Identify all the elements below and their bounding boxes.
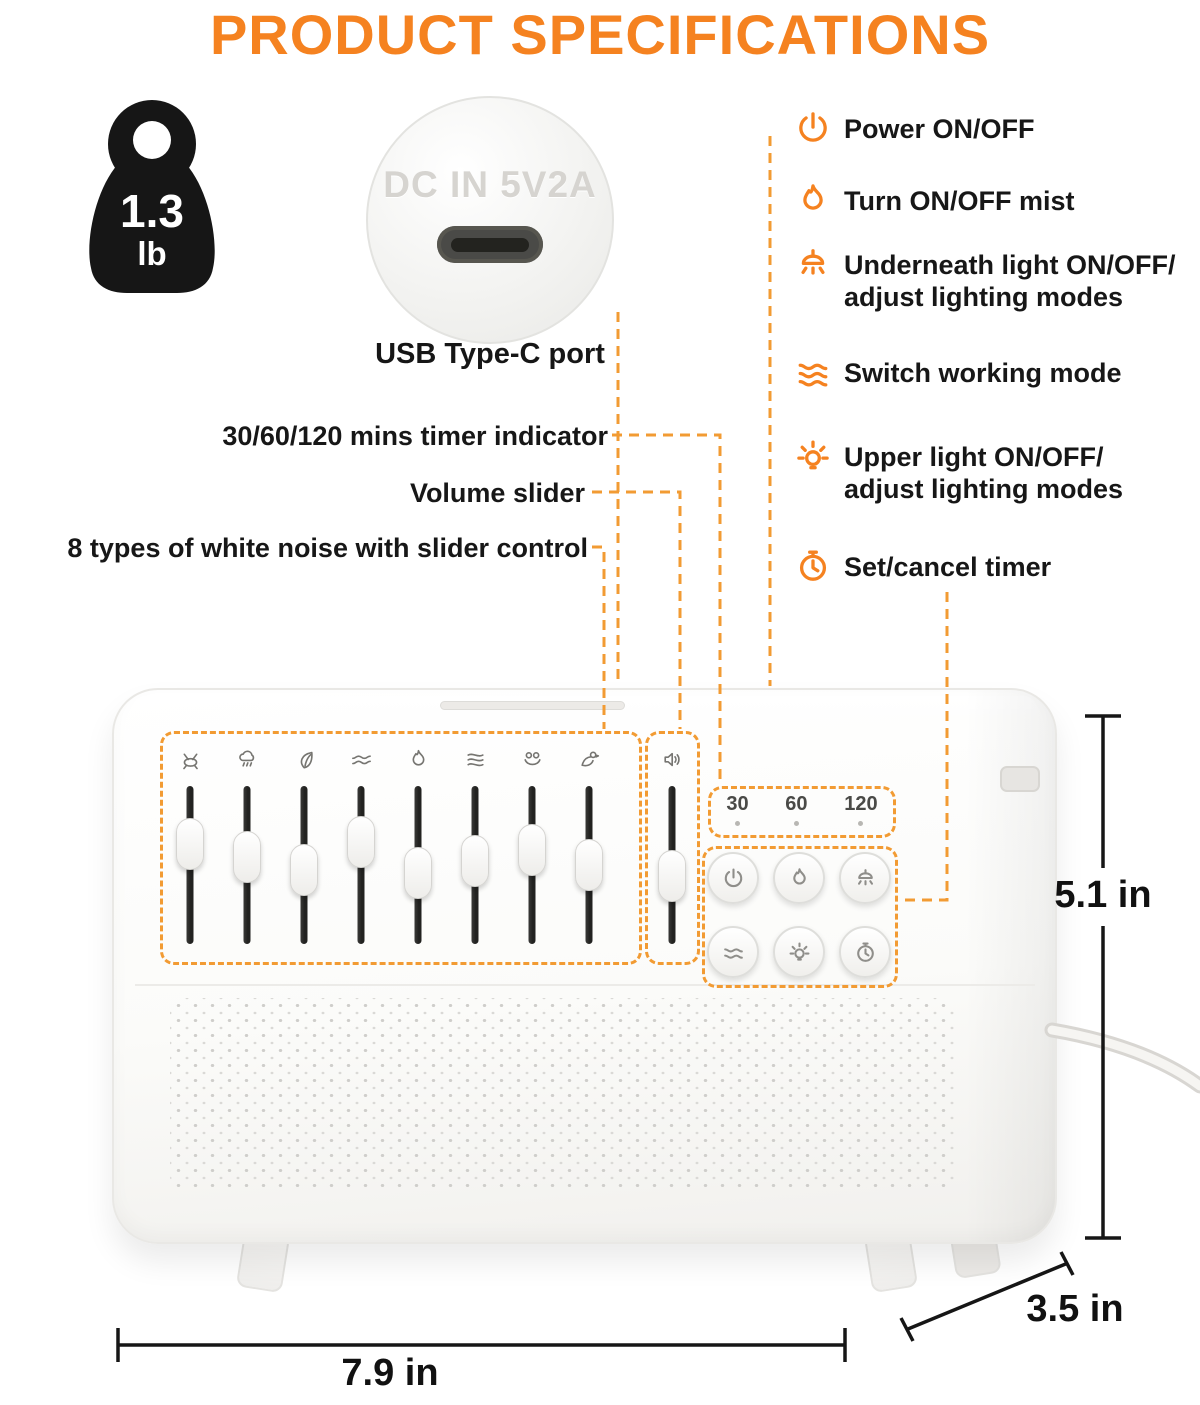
noise-slider-bird: [574, 748, 604, 944]
slider-track: [289, 786, 319, 944]
power-cord: [1044, 1022, 1200, 1094]
side-notch: [1000, 766, 1040, 792]
feature-working-mode: Switch working mode: [795, 354, 1122, 390]
frog-icon: [521, 748, 544, 776]
feature-power: Power ON/OFF: [795, 110, 1035, 146]
mist-icon: [795, 182, 831, 218]
underneath-light-icon: [795, 246, 831, 282]
feature-label-upper-light: Upper light ON/OFF/ adjust lighting mode…: [844, 442, 1124, 505]
timer-indicator: 30 60 120: [708, 793, 896, 826]
working-mode-icon: [795, 354, 831, 390]
bird-icon: [578, 748, 601, 776]
feature-underneath-light: Underneath light ON/OFF/ adjust lighting…: [795, 246, 1176, 314]
kettlebell-weight-icon: [89, 100, 215, 293]
slider-thumb: [518, 824, 546, 876]
slider-thumb: [176, 818, 204, 870]
upper-light-icon: [795, 438, 831, 474]
feature-mist: Turn ON/OFF mist: [795, 182, 1075, 218]
rain-icon: [236, 748, 259, 776]
usb-port-inset: DC IN 5V2A: [366, 96, 614, 344]
working-mode-icon: [723, 947, 743, 959]
noise-slider-leaf: [289, 748, 319, 944]
working-mode-button: [707, 926, 759, 978]
usb-port-pin: [451, 237, 529, 252]
fire-icon: [407, 748, 430, 776]
weight-unit: lb: [137, 234, 167, 272]
timer-mark-60: 60: [785, 793, 808, 826]
noise-slider-frog: [517, 748, 547, 944]
mist-icon: [792, 867, 806, 884]
upper-light-button: [773, 926, 825, 978]
slider-track: [460, 786, 490, 944]
timer-led: [793, 821, 799, 826]
height-dimension-label: 5.1 in: [1054, 874, 1152, 916]
timer-led: [858, 821, 864, 826]
timer-mark-label: 120: [844, 793, 878, 815]
speaker-icon: [661, 748, 684, 776]
usb-caption: USB Type-C port: [375, 338, 605, 370]
upper-light-icon: [789, 942, 809, 961]
speaker-grille: [170, 998, 956, 1190]
power-icon: [795, 110, 831, 146]
callout-noise-sliders: 8 types of white noise with slider contr…: [67, 533, 588, 563]
slider-thumb: [233, 831, 261, 883]
timer-mark-label: 60: [785, 793, 808, 815]
slider-track: [232, 786, 262, 944]
usb-type-c-port: [437, 226, 543, 263]
timer-button: [839, 926, 891, 978]
slider-thumb: [575, 839, 603, 891]
slider-thumb: [461, 835, 489, 887]
slider-track: [657, 786, 687, 944]
weight-value: 1.3: [120, 185, 184, 237]
noise-slider-fire: [403, 748, 433, 944]
callout-volume-slider: Volume slider: [409, 478, 585, 508]
slider-thumb: [347, 816, 375, 868]
noise-slider-cricket: [175, 748, 205, 944]
underneath-light-icon: [857, 868, 873, 885]
power-icon: [724, 868, 742, 887]
slider-thumb: [658, 850, 686, 902]
mist-outlet-slot: [440, 701, 625, 710]
timer-led: [734, 821, 740, 826]
timer-mark-30: 30: [726, 793, 749, 826]
feature-label-timer: Set/cancel timer: [844, 552, 1052, 582]
slider-track: [517, 786, 547, 944]
mist-button: [773, 852, 825, 904]
slider-track: [175, 786, 205, 944]
cricket-icon: [179, 748, 202, 776]
stream-icon: [464, 748, 487, 776]
timer-mark-120: 120: [844, 793, 878, 826]
feature-label-power: Power ON/OFF: [844, 114, 1035, 144]
timer-icon: [856, 942, 874, 962]
feature-label-working-mode: Switch working mode: [844, 358, 1122, 388]
panel-separator: [135, 984, 1035, 986]
feature-label-underneath-light: Underneath light ON/OFF/ adjust lighting…: [844, 250, 1176, 313]
wave-icon: [350, 748, 373, 776]
power-button: [707, 852, 759, 904]
width-dimension-label: 7.9 in: [341, 1352, 439, 1394]
slider-thumb: [290, 844, 318, 896]
page-title: PRODUCT SPECIFICATIONS: [209, 3, 991, 66]
noise-slider-stream: [460, 748, 490, 944]
noise-slider-rain: [232, 748, 262, 944]
slider-track: [403, 786, 433, 944]
noise-slider-wave: [346, 748, 376, 944]
depth-dimension-label: 3.5 in: [1026, 1288, 1124, 1330]
feature-label-mist: Turn ON/OFF mist: [844, 186, 1075, 216]
slider-track: [346, 786, 376, 944]
timer-mark-label: 30: [726, 793, 749, 815]
timer-icon: [795, 548, 831, 584]
weight-badge: 1.3 lb: [72, 98, 232, 303]
slider-thumb: [404, 847, 432, 899]
feature-timer: Set/cancel timer: [795, 548, 1051, 584]
weight-text: 1.3 lb: [72, 188, 232, 273]
callout-timer-indicator: 30/60/120 mins timer indicator: [222, 421, 608, 451]
underneath-light-button: [839, 852, 891, 904]
usb-engraving-text: DC IN 5V2A: [383, 164, 597, 205]
feature-upper-light: Upper light ON/OFF/ adjust lighting mode…: [795, 438, 1123, 506]
leaf-icon: [293, 748, 316, 776]
volume-slider: [657, 748, 687, 944]
slider-track: [574, 786, 604, 944]
